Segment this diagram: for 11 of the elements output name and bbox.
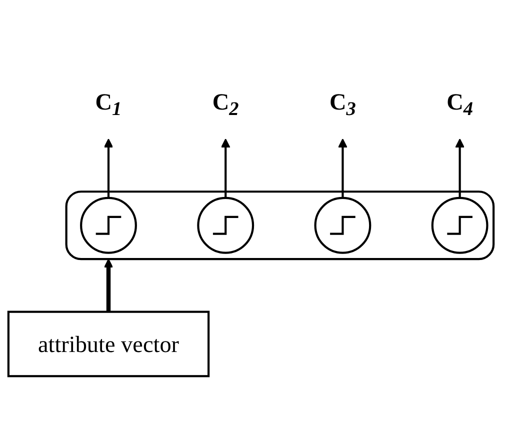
node-circle [314, 196, 372, 254]
arrow [104, 258, 114, 312]
node-circle [80, 196, 137, 254]
cluster [65, 190, 495, 260]
node-circle [197, 196, 254, 254]
node-text: C$_{2}$ [212, 88, 239, 120]
node-circle [431, 196, 488, 254]
node-text: C$_{4}$ [446, 88, 474, 120]
node-text: C$_{1}$ [95, 88, 122, 120]
node-text: C$_{3}$ [330, 88, 356, 120]
node-box: attribute vector [7, 310, 210, 377]
